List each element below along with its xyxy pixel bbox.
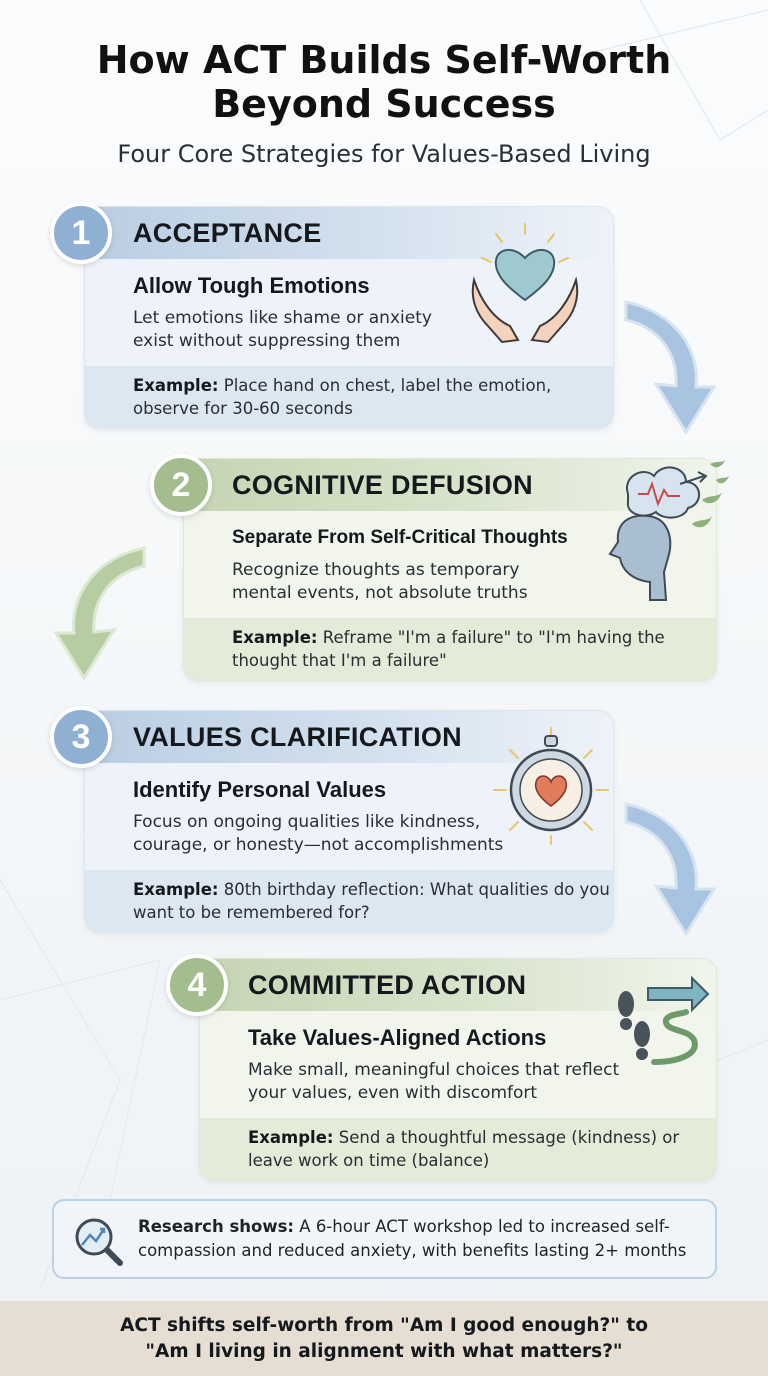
flow-arrow-3-to-4 (624, 802, 717, 937)
footer-line-2: "Am I living in alignment with what matt… (145, 1341, 623, 1362)
example-text: Send a thoughtful message (kindness) or … (248, 1128, 680, 1170)
example-label: Example: (133, 880, 219, 899)
heart-compass-icon (493, 727, 609, 845)
step-badge-1: 1 (50, 202, 112, 264)
card-description: Let emotions like shame or anxiety exist… (133, 308, 432, 351)
card-example: Example: Place hand on chest, label the … (85, 366, 613, 428)
step-badge-4: 4 (166, 954, 228, 1016)
card-subtitle: Take Values-Aligned Actions (248, 1025, 547, 1050)
example-label: Example: (133, 376, 219, 395)
example-label: Example: (232, 628, 318, 647)
card-subtitle: Allow Tough Emotions (133, 273, 370, 298)
card-description: Make small, meaningful choices that refl… (248, 1060, 620, 1103)
example-text: 80th birthday reflection: What qualities… (133, 880, 610, 922)
card-subtitle: Separate From Self-Critical Thoughts (232, 527, 568, 548)
card-description: Recognize thoughts as temporary mental e… (232, 560, 528, 603)
strategy-card-acceptance: ACCEPTANCE Allow Tough Emotions Let emot… (84, 206, 614, 429)
card-example: Example: Reframe "I'm a failure" to "I'm… (184, 618, 716, 680)
research-callout: Research shows: A 6-hour ACT workshop le… (52, 1199, 717, 1279)
step-badge-3: 3 (50, 706, 112, 768)
example-text: Reframe "I'm a failure" to "I'm having t… (232, 628, 665, 670)
title-line-1: How ACT Builds Self-Worth (96, 38, 672, 82)
research-label: Research shows: (138, 1217, 295, 1236)
heart-in-hands-icon (471, 223, 579, 344)
head-thought-cloud-icon (608, 458, 730, 601)
example-label: Example: (248, 1128, 334, 1147)
strategy-card-values-clarification: VALUES CLARIFICATION Identify Personal V… (84, 710, 614, 933)
page-title: How ACT Builds Self-Worth Beyond Success (0, 38, 768, 126)
card-description: Focus on ongoing qualities like kindness… (133, 812, 504, 855)
page-subtitle: Four Core Strategies for Values-Based Li… (117, 140, 651, 168)
card-title: COMMITTED ACTION (248, 970, 527, 1000)
card-title: ACCEPTANCE (133, 218, 322, 248)
strategy-card-committed-action: COMMITTED ACTION Take Values-Aligned Act… (199, 958, 717, 1181)
flow-arrow-2-to-3 (53, 546, 146, 681)
card-example: Example: 80th birthday reflection: What … (85, 870, 613, 932)
footer-banner: ACT shifts self-worth from "Am I good en… (0, 1301, 768, 1376)
card-title: COGNITIVE DEFUSION (232, 470, 533, 500)
card-header (85, 711, 613, 763)
footsteps-path-icon (618, 975, 710, 1065)
footer-line-1: ACT shifts self-worth from "Am I good en… (120, 1315, 648, 1336)
flow-arrow-1-to-2 (624, 300, 717, 435)
title-line-2: Beyond Success (212, 82, 556, 126)
research-body: A 6-hour ACT workshop led to increased s… (138, 1217, 687, 1260)
footer-text: ACT shifts self-worth from "Am I good en… (0, 1301, 768, 1365)
step-badge-2: 2 (150, 454, 212, 516)
card-title: VALUES CLARIFICATION (133, 722, 462, 752)
research-text: Research shows: A 6-hour ACT workshop le… (138, 1215, 708, 1263)
example-text: Place hand on chest, label the emotion, … (133, 376, 552, 418)
magnifier-chart-icon (75, 1218, 123, 1266)
card-subtitle: Identify Personal Values (133, 777, 387, 802)
card-example: Example: Send a thoughtful message (kind… (200, 1118, 716, 1180)
